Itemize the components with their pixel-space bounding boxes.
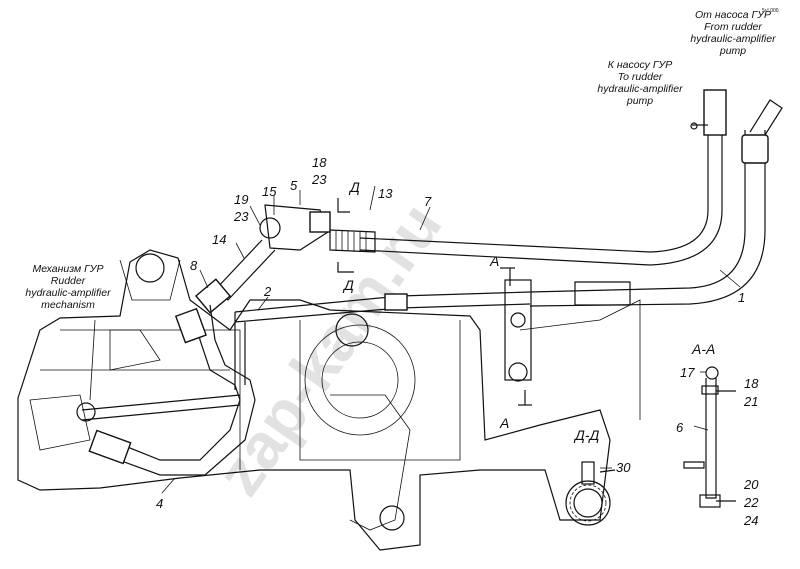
section-marker-a: А А	[489, 253, 532, 431]
callout-to-pump-line-4: pump	[626, 95, 653, 107]
callout-from-pump-line-2: From rudder	[704, 21, 762, 33]
section-view-d-d: Д-Д	[565, 427, 616, 526]
pipe-4	[88, 399, 256, 476]
section-view-d-d-title: Д-Д	[573, 427, 600, 443]
callout-mechanism-line-1: Механизм ГУР	[32, 263, 103, 275]
gearbox-housing	[17, 249, 641, 551]
part-number-23-left: 23	[233, 209, 249, 224]
leader-lines	[89, 185, 741, 494]
part-number-18-aa: 18	[744, 376, 759, 391]
callout-from-pump-line-3: hydraulic-amplifier	[690, 33, 776, 45]
pipe-8	[174, 304, 256, 401]
callout-to-pump-line-3: hydraulic-amplifier	[597, 83, 683, 95]
part-number-23-top: 23	[311, 172, 327, 187]
section-mark-d-bottom: Д	[342, 277, 354, 293]
part-number-labels: 1 2 4 5 6 7 8 13 14 15 17 18 23 19 23 18…	[156, 155, 759, 528]
pipe-14	[194, 239, 276, 314]
callout-mechanism-line-3: hydraulic-amplifier	[25, 287, 111, 299]
section-view-a-a-title: А-А	[691, 341, 715, 357]
callout-from-pump-line-1: От насоса ГУР	[695, 9, 771, 21]
section-mark-a-top: А	[489, 253, 499, 269]
section-marker-d: Д Д	[337, 179, 360, 293]
part-number-13: 13	[378, 186, 393, 201]
callout-mechanism-line-4: mechanism	[41, 299, 95, 311]
part-number-22: 22	[743, 495, 759, 510]
callout-from-pump-line-4: pump	[719, 45, 746, 57]
part-number-8: 8	[190, 258, 198, 273]
callout-to-pump: К насосу ГУР To rudder hydraulic-amplifi…	[597, 59, 683, 107]
part-number-1: 1	[738, 290, 745, 305]
callout-mechanism-line-2: Rudder	[51, 275, 86, 287]
section-view-a-a: А-А	[683, 341, 736, 508]
part-number-2: 2	[263, 284, 272, 299]
part-number-21: 21	[743, 394, 758, 409]
part-number-6: 6	[676, 420, 684, 435]
section-mark-a-bottom: А	[499, 415, 509, 431]
callout-to-pump-line-1: К насосу ГУР	[608, 59, 673, 71]
part-number-15: 15	[262, 184, 277, 199]
part-number-5: 5	[290, 178, 298, 193]
part-number-17: 17	[680, 365, 695, 380]
hose-1	[529, 99, 783, 307]
part-number-24: 24	[743, 513, 758, 528]
part-number-30: 30	[616, 460, 631, 475]
clamp-bracket	[504, 279, 532, 382]
part-number-18-top: 18	[312, 155, 327, 170]
hose-7	[359, 89, 727, 266]
part-number-14: 14	[212, 232, 226, 247]
part-number-20: 20	[743, 477, 759, 492]
callout-to-pump-line-2: To rudder	[618, 71, 663, 83]
section-mark-d-top: Д	[348, 179, 360, 195]
part-5	[259, 204, 331, 251]
callout-mechanism: Механизм ГУР Rudder hydraulic-amplifier …	[25, 263, 111, 311]
callout-from-pump: От насоса ГУР From rudder hydraulic-ampl…	[690, 9, 776, 57]
pipe-2	[76, 291, 531, 422]
corner-code: 5⁶⁰ 000	[762, 8, 779, 14]
part-number-7: 7	[424, 194, 432, 209]
part-number-19: 19	[234, 192, 248, 207]
fitting-13	[329, 229, 376, 253]
part-number-4: 4	[156, 496, 163, 511]
